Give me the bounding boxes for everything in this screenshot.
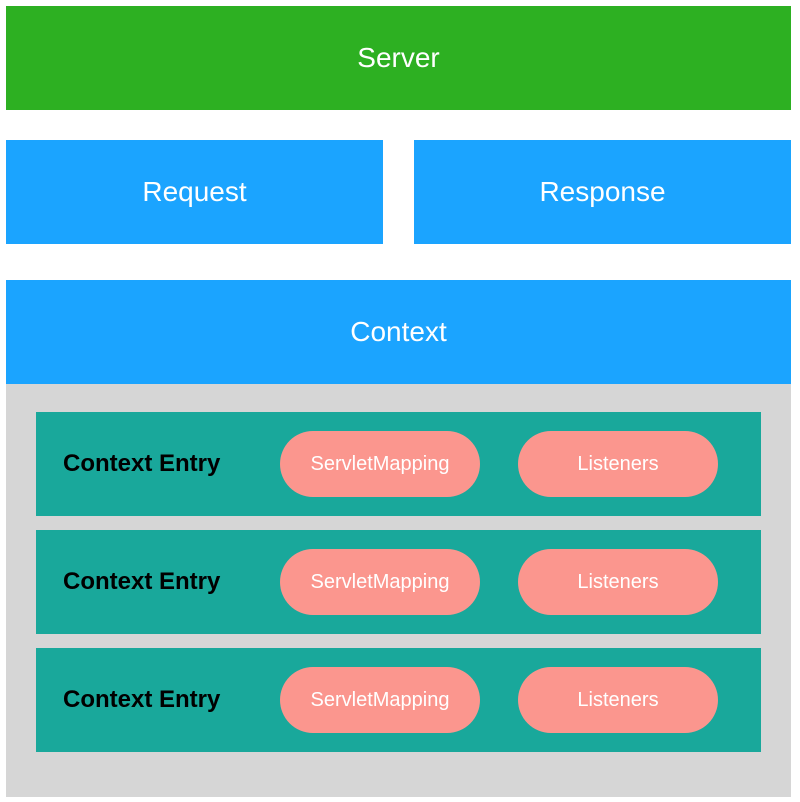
context-entry-label: Context Entry <box>63 686 221 713</box>
context-entry-label: Context Entry <box>63 568 221 595</box>
servlet-mapping-pill: ServletMapping <box>280 667 480 733</box>
listeners-label: Listeners <box>577 452 659 475</box>
context-entry: Context Entry ServletMapping Listeners <box>36 530 761 634</box>
context-body: Context Entry ServletMapping Listeners C… <box>6 384 791 797</box>
listeners-pill: Listeners <box>518 549 718 615</box>
listeners-label: Listeners <box>577 688 659 711</box>
listeners-pill: Listeners <box>518 667 718 733</box>
servlet-mapping-pill: ServletMapping <box>280 549 480 615</box>
servlet-mapping-pill: ServletMapping <box>280 431 480 497</box>
servlet-mapping-label: ServletMapping <box>310 452 450 475</box>
context-entry: Context Entry ServletMapping Listeners <box>36 412 761 516</box>
context-entry: Context Entry ServletMapping Listeners <box>36 648 761 752</box>
servlet-mapping-label: ServletMapping <box>310 688 450 711</box>
context-label: Context <box>350 316 447 347</box>
context-header-block: Context <box>6 280 791 384</box>
servlet-mapping-label: ServletMapping <box>310 570 450 593</box>
context-entry-label: Context Entry <box>63 450 221 477</box>
listeners-label: Listeners <box>577 570 659 593</box>
response-label: Response <box>539 176 666 207</box>
request-block: Request <box>6 140 383 244</box>
server-block: Server <box>6 6 791 110</box>
server-label: Server <box>357 42 440 73</box>
listeners-pill: Listeners <box>518 431 718 497</box>
request-label: Request <box>142 176 247 207</box>
response-block: Response <box>414 140 791 244</box>
